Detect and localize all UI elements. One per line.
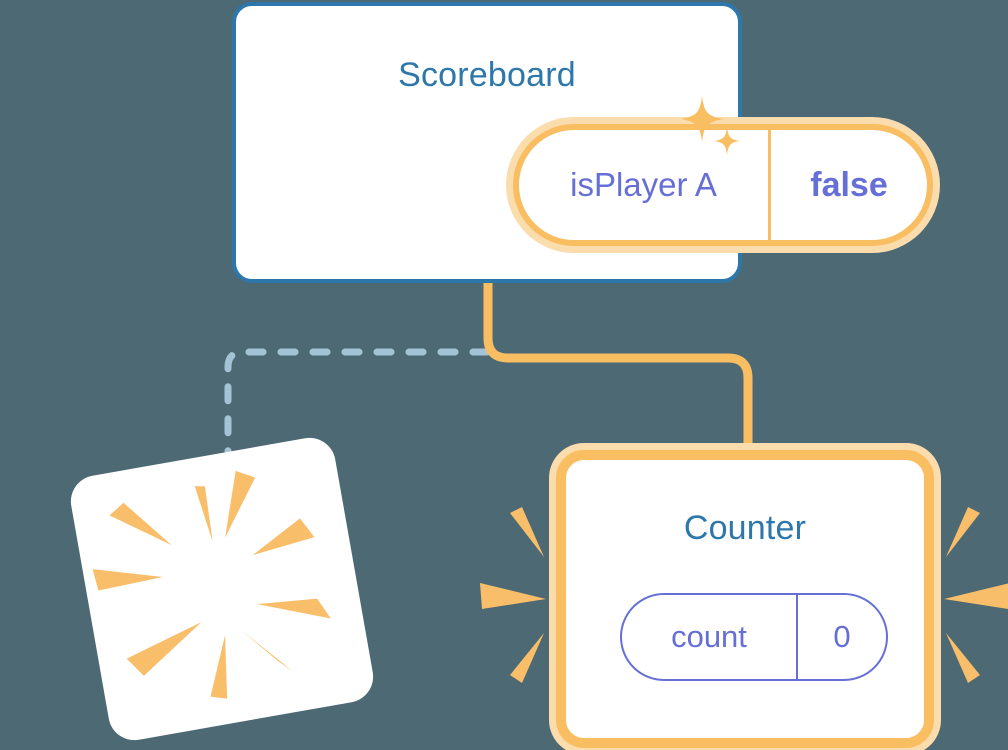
counter-state-value: 0: [833, 619, 851, 654]
sparkle-group: [681, 96, 740, 155]
scoreboard-card[interactable]: Scoreboard isPlayer A false: [232, 2, 933, 283]
scoreboard-pill-divider: [768, 130, 771, 240]
connector-scoreboard-to-counter: [483, 283, 753, 458]
counter-state-key: count: [671, 619, 747, 654]
scoreboard-state-key: isPlayer A: [570, 166, 717, 203]
counter-state-pill[interactable]: count 0: [620, 593, 888, 681]
radial-burst-icon: [92, 470, 331, 699]
blank-rotated-card[interactable]: [66, 433, 378, 745]
counter-pill-divider: [796, 595, 798, 679]
scoreboard-state-value: false: [810, 165, 888, 204]
counter-left-burst-icon: [480, 507, 546, 683]
sparkle-star-small-icon: [714, 127, 740, 155]
counter-title: Counter: [683, 509, 807, 547]
counter-right-burst-icon: [944, 507, 1008, 683]
scoreboard-title: Scoreboard: [398, 56, 576, 94]
counter-card[interactable]: Counter count 0: [556, 450, 934, 748]
scoreboard-state-pill[interactable]: isPlayer A false: [513, 124, 933, 246]
sparkle-star-large-icon: [681, 96, 723, 142]
